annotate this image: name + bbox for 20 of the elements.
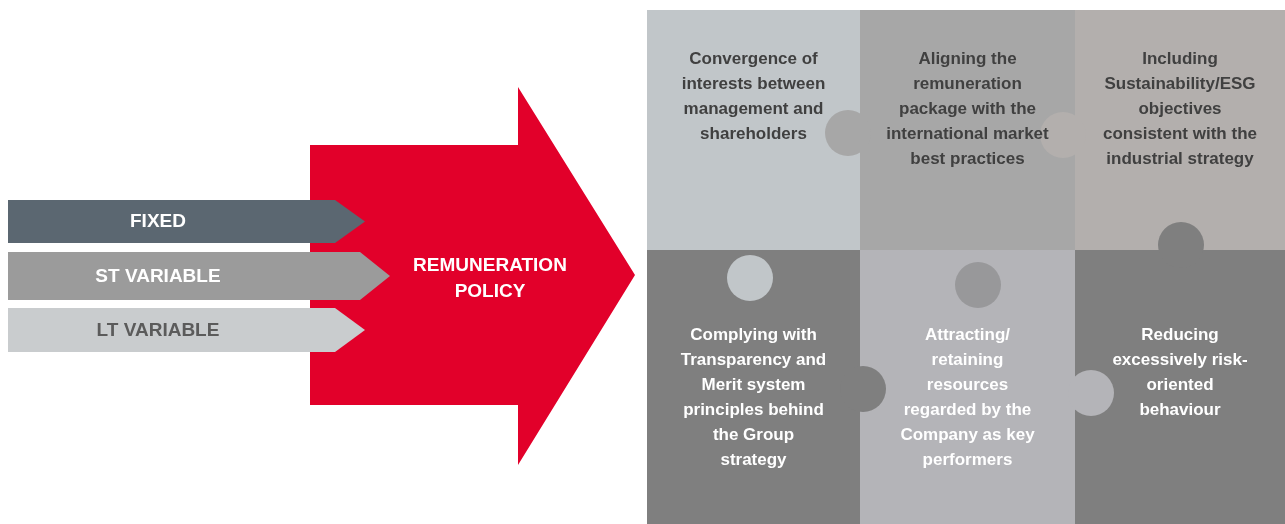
puzzle-piece xyxy=(860,250,1075,524)
bar-label: ST VARIABLE xyxy=(94,263,222,288)
piece-text: Aligning the remuneration package with the international market best practices xyxy=(885,48,1050,170)
puzzle-piece xyxy=(860,10,1075,250)
piece-text: Attracting/ retaining resources regarded by the Company as key performers xyxy=(899,324,1036,471)
bar-label: FIXED xyxy=(129,209,187,234)
puzzle-piece xyxy=(1075,250,1285,524)
arrow-shape xyxy=(310,87,635,465)
puzzle-piece xyxy=(1075,10,1285,250)
arrow-bar xyxy=(8,200,365,243)
piece-text: Reducing excessively risk-oriented behaviour xyxy=(1111,324,1249,421)
piece-text: Including Sustainability/ESG objectives consistent with the industrial strategy xyxy=(1102,48,1258,170)
piece-text: Complying with Transparency and Merit system principles behind the Group strategy xyxy=(679,324,828,471)
puzzle-piece xyxy=(647,10,860,250)
arrow-bar xyxy=(8,308,365,352)
arrow-label: REMUNERATION POLICY xyxy=(412,253,568,303)
piece-text: Convergence of interests between management and shareholders xyxy=(680,48,827,145)
arrow-bar xyxy=(8,252,390,300)
bar-label: LT VARIABLE xyxy=(95,317,221,342)
puzzle-piece xyxy=(647,250,860,524)
